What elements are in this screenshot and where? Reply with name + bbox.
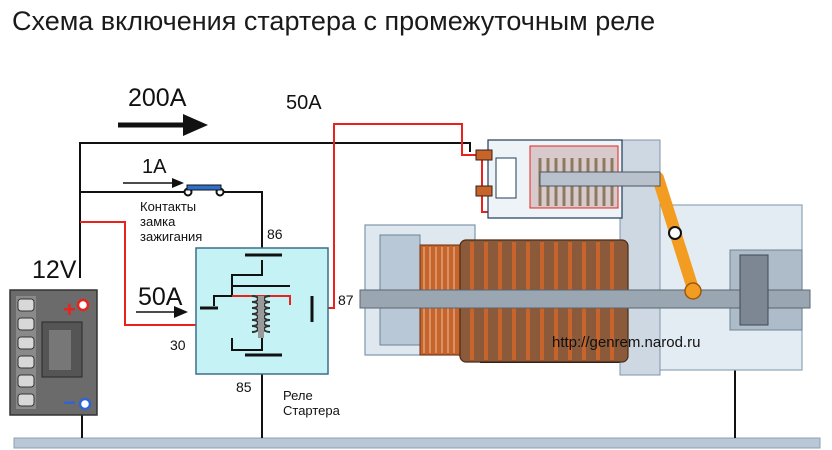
relay-coil-icon: [251, 295, 271, 333]
label-pin-86: 86: [267, 226, 283, 242]
main-battery-wire: [79, 142, 471, 278]
label-relay: Реле Стартера: [283, 388, 340, 418]
label-pin-30: 30: [170, 337, 186, 353]
battery-plus-sign: +: [63, 297, 76, 322]
label-pin-85: 85: [236, 379, 252, 395]
label-current-solenoid: 50А: [286, 92, 322, 114]
ignition-to-86-wire: [222, 191, 263, 252]
watermark: http://genrem.narod.ru: [552, 334, 701, 351]
solenoid: [475, 139, 661, 219]
battery-minus-sign: −: [63, 390, 76, 415]
battery: [9, 289, 98, 416]
label-current-ignition: 1А: [142, 156, 167, 178]
diagram-title: Схема включения стартера с промежуточным…: [12, 6, 656, 36]
label-current-relay: 50А: [138, 283, 183, 311]
starter-relay: [195, 247, 329, 375]
label-current-main: 200А: [128, 84, 187, 112]
relay-moving-contact: [232, 295, 291, 305]
ignition-switch: [183, 184, 225, 197]
relay-87-to-solenoid-wire: [316, 123, 482, 309]
starter-motor: [359, 139, 811, 376]
label-ignition-switch: Контакты замка зажигания: [140, 199, 203, 244]
current-arrows: [118, 114, 208, 318]
battery-minus-terminal: [78, 397, 92, 411]
ground-bar: [13, 437, 821, 449]
battery-plus-to-relay-30-wire: [80, 221, 212, 326]
pinion-gear: [739, 254, 769, 326]
label-pin-87: 87: [338, 292, 354, 308]
battery-plus-terminal: [76, 298, 90, 312]
label-voltage: 12V: [32, 256, 77, 284]
